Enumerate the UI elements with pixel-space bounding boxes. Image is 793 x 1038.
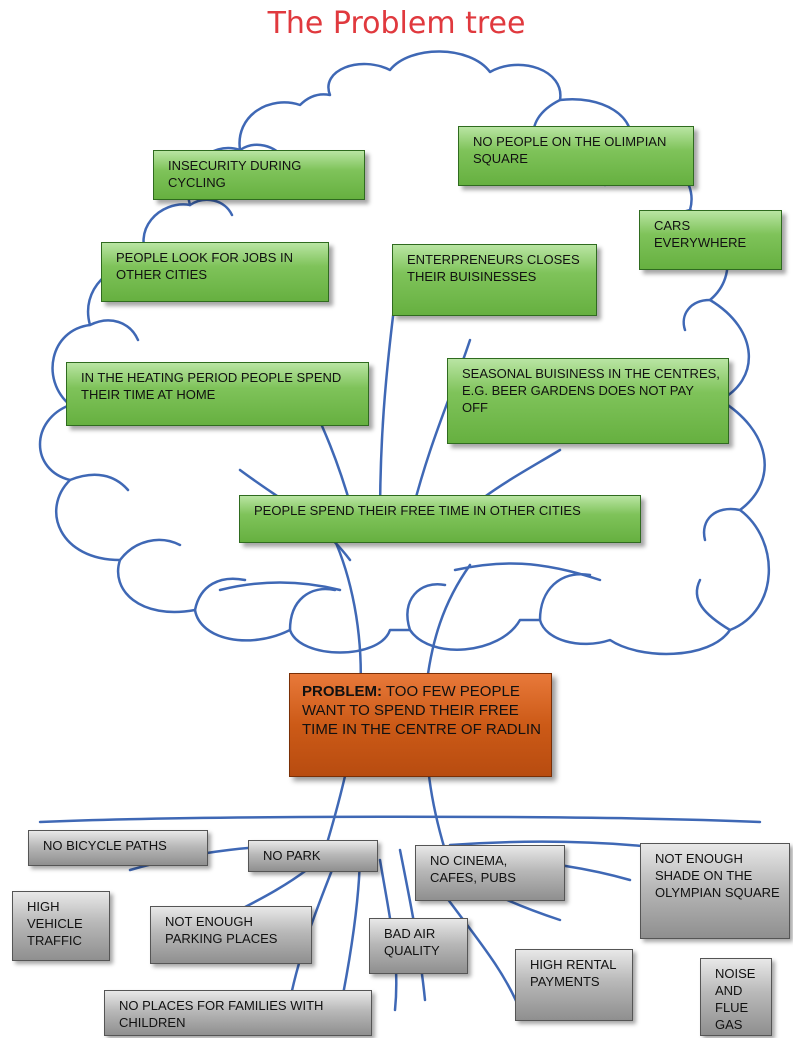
cause-text: NOISE AND FLUE GAS xyxy=(715,966,756,1032)
effect-text: INSECURITY DURING CYCLING xyxy=(168,158,302,190)
effect-text: SEASONAL BUISINESS IN THE CENTRES, E.G. … xyxy=(462,366,720,415)
ground-line xyxy=(38,815,762,824)
cause-high-rental-payments: HIGH RENTAL PAYMENTS xyxy=(515,949,633,1021)
core-problem: PROBLEM: TOO FEW PEOPLE WANT TO SPEND TH… xyxy=(289,673,552,777)
effect-text: NO PEOPLE ON THE OLIMPIAN SQUARE xyxy=(473,134,667,166)
effect-free-time-other-cities: PEOPLE SPEND THEIR FREE TIME IN OTHER CI… xyxy=(239,495,641,543)
effect-text: IN THE HEATING PERIOD PEOPLE SPEND THEIR… xyxy=(81,370,342,402)
effect-text: PEOPLE LOOK FOR JOBS IN OTHER CITIES xyxy=(116,250,293,282)
page-title: The Problem tree xyxy=(267,6,526,41)
cause-text: HIGH RENTAL PAYMENTS xyxy=(530,957,616,989)
cause-text: HIGH VEHICLE TRAFFIC xyxy=(27,899,83,948)
problem-text: TOO FEW PEOPLE WANT TO SPEND THEIR FREE … xyxy=(302,683,541,738)
effect-text: CARS EVERYWHERE xyxy=(654,218,747,250)
effect-cars-everywhere: CARS EVERYWHERE xyxy=(639,210,782,270)
effect-text: ENTERPRENEURS CLOSES THEIR BUISINESSES xyxy=(407,252,580,284)
cause-high-vehicle-traffic: HIGH VEHICLE TRAFFIC xyxy=(12,891,110,961)
cause-parking-places: NOT ENOUGH PARKING PLACES xyxy=(150,906,312,964)
cause-no-park: NO PARK xyxy=(248,840,378,872)
cause-text: NOT ENOUGH PARKING PLACES xyxy=(165,914,278,946)
effect-entrepreneurs-close: ENTERPRENEURS CLOSES THEIR BUISINESSES xyxy=(392,244,597,316)
effect-seasonal-business: SEASONAL BUISINESS IN THE CENTRES, E.G. … xyxy=(447,358,729,444)
cause-text: NO CINEMA, CAFES, PUBS xyxy=(430,853,516,885)
cause-bad-air-quality: BAD AIR QUALITY xyxy=(369,918,468,974)
problem-label: PROBLEM: xyxy=(302,683,382,700)
cause-text: NO PLACES FOR FAMILIES WITH CHILDREN xyxy=(119,998,324,1030)
cause-noise-flue-gas: NOISE AND FLUE GAS xyxy=(700,958,772,1036)
effect-jobs-other-cities: PEOPLE LOOK FOR JOBS IN OTHER CITIES xyxy=(101,242,329,302)
cause-text: NO BICYCLE PATHS xyxy=(43,838,167,853)
cause-text: NOT ENOUGH SHADE ON THE OLYMPIAN SQUARE xyxy=(655,851,780,900)
effect-insecurity-cycling: INSECURITY DURING CYCLING xyxy=(153,150,365,200)
cause-text: BAD AIR QUALITY xyxy=(384,926,440,958)
effect-no-people-square: NO PEOPLE ON THE OLIMPIAN SQUARE xyxy=(458,126,694,186)
effect-text: PEOPLE SPEND THEIR FREE TIME IN OTHER CI… xyxy=(254,503,581,518)
cause-no-bicycle-paths: NO BICYCLE PATHS xyxy=(28,830,208,866)
cause-text: NO PARK xyxy=(263,848,321,863)
cause-not-enough-shade: NOT ENOUGH SHADE ON THE OLYMPIAN SQUARE xyxy=(640,843,790,939)
effect-heating-period: IN THE HEATING PERIOD PEOPLE SPEND THEIR… xyxy=(66,362,369,426)
cause-no-cinema: NO CINEMA, CAFES, PUBS xyxy=(415,845,565,901)
cause-places-for-families: NO PLACES FOR FAMILIES WITH CHILDREN xyxy=(104,990,372,1036)
